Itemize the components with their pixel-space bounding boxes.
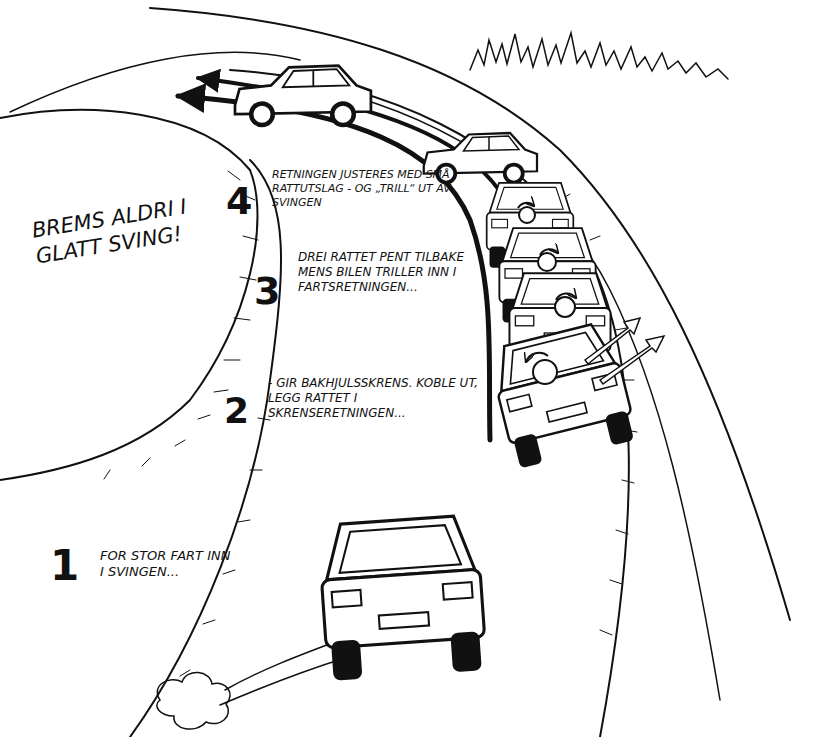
slide-arrow: [585, 318, 664, 384]
step-note: FOR STOR FART INN I SVINGEN...: [100, 548, 235, 581]
outer-bank: [150, 8, 790, 620]
steering-wheel: [538, 253, 556, 271]
callout-number: 2: [224, 388, 264, 433]
steering-wheel: [519, 207, 535, 223]
turn-arrow: [518, 203, 576, 362]
slide-arrow: [600, 336, 664, 384]
car-exit: [235, 66, 371, 125]
turn-arrow: [556, 294, 576, 300]
step-note: - GIR BAKHJULSSKRENS. KOBLE UT, LEGG RAT…: [268, 376, 493, 421]
dust-cloud: [157, 672, 230, 729]
steering-wheel: [519, 207, 575, 384]
tyre-track: [220, 640, 345, 705]
car-entering: [318, 515, 487, 681]
cars: [235, 66, 664, 681]
callout-number: 4: [226, 178, 266, 226]
turn-arrow: [518, 203, 534, 208]
tree-line: [470, 33, 728, 79]
callout-number: 3: [254, 268, 294, 316]
steering-wheel: [555, 297, 575, 317]
landscape: [0, 8, 790, 737]
step-note: RETNINGEN JUSTERES MED SMÅ RATTUTSLAG - …: [272, 168, 482, 209]
inner-bank-top: [0, 110, 258, 480]
turn-arrow: [540, 249, 558, 255]
slide-arrow: [585, 318, 640, 364]
warning-note: BREMS ALDRI I GLATT SVING!: [30, 191, 211, 270]
step-note: DREI RATTET PENT TILBAKE MENS BILEN TRIL…: [298, 250, 488, 295]
callout-number: 1: [50, 540, 90, 593]
steering-wheel: [533, 360, 557, 384]
turn-arrow: [526, 353, 548, 362]
